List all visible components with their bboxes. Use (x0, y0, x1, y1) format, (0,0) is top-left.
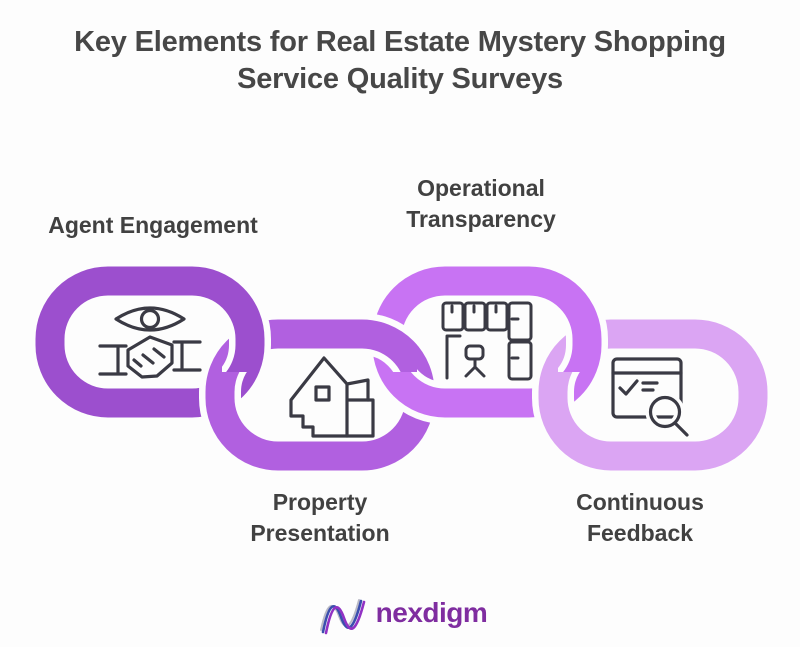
label-line: Operational (417, 175, 545, 201)
label-continuous-feedback: Continuous Feedback (530, 487, 750, 549)
house-icon (289, 356, 375, 438)
page-title-line1: Key Elements for Real Estate Mystery Sho… (74, 26, 726, 58)
label-line: Transparency (406, 206, 556, 232)
page-title: Key Elements for Real Estate Mystery Sho… (0, 24, 800, 98)
page-title-line2: Service Quality Surveys (237, 63, 563, 95)
label-line: Presentation (250, 520, 390, 546)
chain-link-continuous-feedback (532, 313, 774, 477)
label-operational-transparency: Operational Transparency (369, 173, 593, 235)
label-line: Agent Engagement (48, 212, 258, 238)
label-property-presentation: Property Presentation (210, 487, 430, 549)
chain-weave-1-over-2 (222, 306, 271, 372)
eye-handshake-icon (98, 306, 202, 379)
office-floor-plan-icon (441, 301, 533, 381)
label-agent-engagement: Agent Engagement (18, 210, 288, 241)
nexdigm-logo: nexdigm (0, 585, 800, 641)
label-line: Feedback (586, 520, 694, 546)
label-line: Continuous (576, 489, 704, 515)
feedback-review-icon (611, 357, 692, 440)
label-line: Property (272, 489, 368, 515)
nexdigm-n-mark-icon (319, 599, 365, 635)
chain-weave-3-over-4 (558, 306, 608, 372)
nexdigm-wordmark: nexdigm (375, 597, 488, 628)
